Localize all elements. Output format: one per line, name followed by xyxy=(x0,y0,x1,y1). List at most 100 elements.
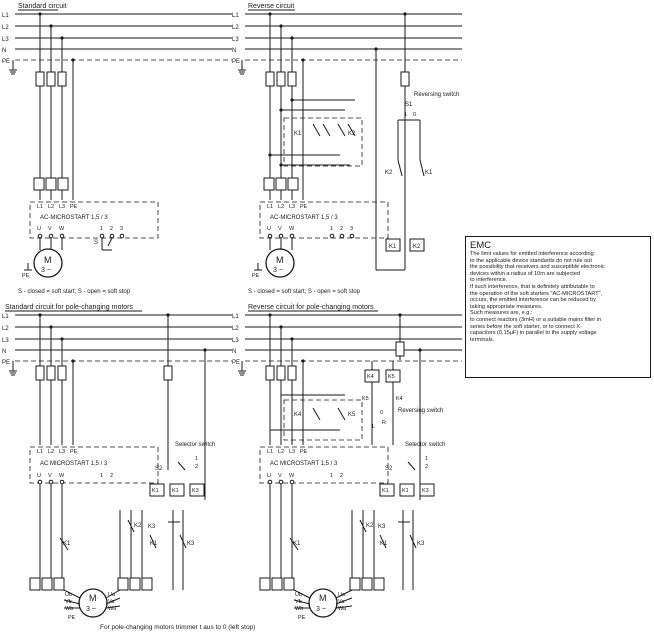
reversing-switch-label: Reversing switch xyxy=(398,408,443,414)
control-terminal-label: 2 xyxy=(340,473,343,479)
panel-title: Standard circuit xyxy=(18,3,67,10)
emc-line: terminals. xyxy=(470,336,495,343)
terminal-label: L2 xyxy=(48,204,54,210)
winding-label: Wa xyxy=(108,606,117,612)
motor-phase: 3 ~ xyxy=(86,606,96,613)
output-label: U xyxy=(37,473,41,479)
terminal-label: L3 xyxy=(59,449,65,455)
reversing-switch-label: Reversing switch xyxy=(414,92,459,98)
control-terminal-label: 2 xyxy=(340,226,343,232)
contact-label: K3 xyxy=(378,524,386,530)
emc-line: If such interference, that is definitely… xyxy=(470,283,595,290)
control-terminal-label: 2 xyxy=(110,226,113,232)
terminal-label: L1 xyxy=(267,204,273,210)
bus-label: L2 xyxy=(2,326,9,332)
motor-phase: 3 ~ xyxy=(273,267,283,274)
emc-title: EMC xyxy=(470,240,492,251)
terminal-label: PE xyxy=(70,449,78,455)
overload-relay xyxy=(45,177,57,191)
terminal-label: L2 xyxy=(278,449,284,455)
winding-label: Vb xyxy=(295,599,302,605)
emc-line: the possibility that receivers and susce… xyxy=(470,264,605,271)
output-label: U xyxy=(37,226,41,232)
panel-title: Standard circuit for pole-changing motor… xyxy=(5,304,134,311)
pe-label: PE xyxy=(22,273,30,279)
terminal-label: L3 xyxy=(59,204,65,210)
s2-label: S2 xyxy=(385,466,393,472)
pe-label: PE xyxy=(252,273,260,279)
winding-label: Ub xyxy=(65,592,72,598)
coil-label: K1 xyxy=(402,488,409,494)
contact-label: K3 xyxy=(417,541,425,547)
emc-body: The limit values for emitted interferenc… xyxy=(470,251,646,343)
pe-label: PE xyxy=(298,615,306,621)
coil-label: K1 xyxy=(389,244,397,250)
bus-label: L1 xyxy=(2,314,9,320)
control-terminal-label: 3 xyxy=(120,226,123,232)
coil-label: K3 xyxy=(422,488,429,494)
emc-line: capacitors (0,15µF) in parallel to the s… xyxy=(470,330,597,337)
output-label: W xyxy=(59,226,65,232)
softstarter-label: AC-MICROSTART 1,5 / 3 xyxy=(270,215,338,221)
softstarter-label: AC MICROSTART 1,5 / 3 xyxy=(270,461,338,467)
coil-label: K1 xyxy=(152,488,159,494)
emc-line: the operation of the soft starters "AC-M… xyxy=(470,290,603,297)
coil-label: K4 xyxy=(367,374,374,380)
motor xyxy=(265,248,295,278)
bus-label: L3 xyxy=(2,37,9,43)
bus-label: N xyxy=(232,349,236,355)
bus-label: L1 xyxy=(232,314,239,320)
terminal-label: L2 xyxy=(48,449,54,455)
motor xyxy=(78,588,108,618)
output-label: V xyxy=(48,473,52,479)
contactor-label: K2 xyxy=(348,131,356,137)
panel-reverse-pole-changing: Reverse circuit for pole-changing motors… xyxy=(232,304,462,621)
selector-position: 2 xyxy=(425,464,428,470)
contactor-label: K1 xyxy=(294,131,302,137)
softstarter-label: AC MICROSTART 1,5 / 3 xyxy=(40,461,108,467)
contactor-label: K5 xyxy=(348,412,356,418)
panel-title: Reverse circuit xyxy=(248,3,294,10)
coil-k2 xyxy=(409,238,425,252)
footnote: For pole-changing motors trimmer t aus t… xyxy=(100,624,256,631)
selector-position: 2 xyxy=(195,464,198,470)
switch-label: S xyxy=(94,240,98,246)
emc-line: to interference. xyxy=(470,277,508,284)
interlock-label: K5 xyxy=(362,396,369,402)
emc-line: taking appropriate measures. xyxy=(470,303,543,310)
terminal-label: PE xyxy=(300,204,308,210)
s1-label: S1 xyxy=(405,102,413,108)
motor xyxy=(33,248,63,278)
terminal-label: L1 xyxy=(37,204,43,210)
motor-label: M xyxy=(276,255,284,265)
bus-label: L2 xyxy=(2,25,9,31)
emc-line: devices within a radius of 10m are subje… xyxy=(470,270,581,277)
s1-position: 1 xyxy=(404,112,407,118)
panel-reverse-circuit: Reverse circuit L1 L2 L3 N PE K1 K2 xyxy=(232,3,462,295)
coil-label: K1 xyxy=(382,488,389,494)
bus-label: L1 xyxy=(2,13,9,19)
output-label: V xyxy=(278,226,282,232)
winding-label: Wb xyxy=(295,606,303,612)
contact-label: K1 xyxy=(150,541,158,547)
caption: S - closed = soft start; S - open = soft… xyxy=(248,289,361,295)
motor-label: M xyxy=(89,593,97,603)
winding-label: Va xyxy=(338,599,345,605)
selector-label: Selector switch xyxy=(405,442,445,448)
output-label: W xyxy=(289,226,295,232)
pe-label: PE xyxy=(68,615,76,621)
contact-label: K1 xyxy=(63,541,71,547)
coil-label: K1 xyxy=(172,488,179,494)
control-terminal-label: 1 xyxy=(330,473,333,479)
winding-label: Ua xyxy=(108,592,116,598)
emc-line: Such measures are, e.g.: xyxy=(470,310,533,317)
fuse xyxy=(46,71,56,87)
winding-label: Ua xyxy=(338,592,346,598)
contact-label: K1 xyxy=(293,541,301,547)
emc-line: to the applicable device standards do no… xyxy=(470,257,592,264)
terminal-label: L1 xyxy=(267,449,273,455)
panel-standard-circuit: Standard circuit L1 L2 L3 N PE L1 xyxy=(2,3,232,295)
interlock-label: K4 xyxy=(396,396,403,402)
caption: S - closed = soft start; S - open = soft… xyxy=(18,289,131,295)
